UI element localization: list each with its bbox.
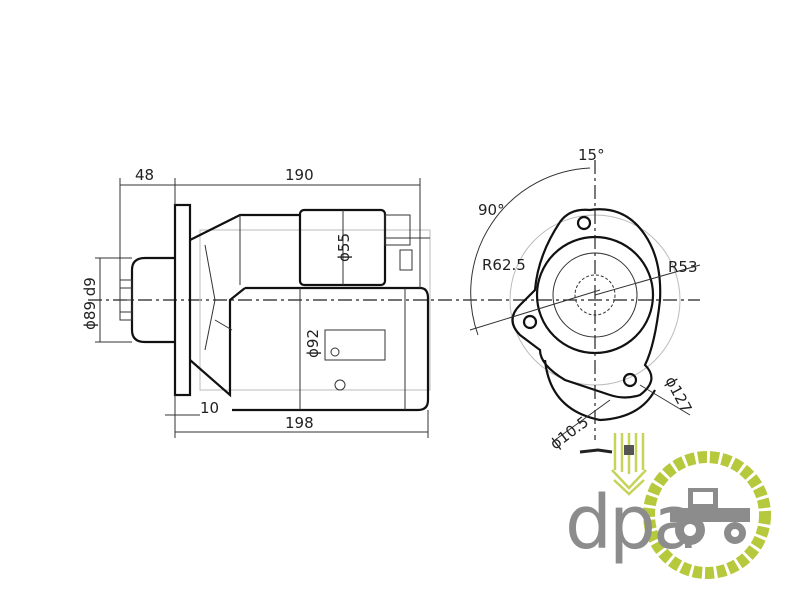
dim-hole-dia: ϕ10.5: [547, 413, 592, 453]
logo-text: dpa: [565, 480, 695, 566]
mount-hole: [576, 215, 592, 231]
dim-angle-small: 15°: [578, 146, 605, 164]
motor-body: [232, 286, 430, 412]
dim-bolt-circle: ϕ127: [661, 373, 695, 415]
dim-overall-length: 190: [285, 166, 314, 184]
dim-total-length: 198: [285, 414, 314, 432]
tractor-icon: [670, 488, 750, 545]
mount-hole: [622, 372, 638, 388]
dim-radius-inner: R53: [668, 258, 698, 276]
dim-pilot-dia: ϕ89 d9: [81, 277, 99, 330]
dim-nose-length: 48: [135, 166, 154, 184]
mount-hole: [522, 314, 538, 330]
mounting-flange: [173, 203, 192, 397]
dim-angle-large: 90°: [478, 201, 505, 219]
faint-outline: [199, 229, 431, 391]
dpa-logo: dpa: [565, 433, 771, 579]
side-view: 48 190 ϕ89 d9 ϕ55 ϕ92 10 198: [81, 166, 431, 438]
dim-solenoid-dia: ϕ55: [335, 233, 353, 262]
drive-housing: [189, 213, 300, 398]
dim-flange-thickness: 10: [200, 399, 219, 417]
gear-ring: [643, 451, 771, 579]
dim-body-dia: ϕ92: [304, 329, 322, 358]
dim-radius-outer: R62.5: [482, 256, 526, 274]
